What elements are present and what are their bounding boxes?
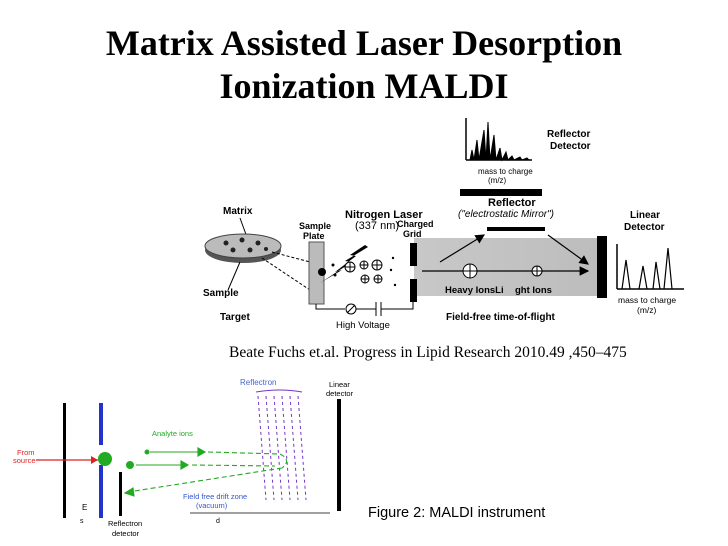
linear-detector-bottom-2: detector — [326, 389, 354, 398]
sample-plate-label-2: Plate — [303, 231, 325, 241]
laser-bolt — [320, 245, 368, 283]
title-line-1: Matrix Assisted Laser Desorption — [105, 23, 623, 63]
sample-disc — [204, 233, 282, 259]
d-label: d — [216, 518, 220, 525]
charged-grid-lower — [410, 279, 417, 302]
mass-to-charge-right: mass to charge — [618, 295, 676, 305]
figure-caption: Figure 2: MALDI instrument — [368, 505, 546, 521]
field-free-drift-label-2: (vacuum) — [196, 501, 228, 510]
flight-tube — [414, 238, 597, 296]
from-source-label-2: source — [13, 456, 36, 465]
sample-plate-label-1: Sample — [299, 221, 331, 231]
wavelength-label: (337 nm) — [355, 220, 399, 232]
analyte-ion-small — [144, 449, 150, 455]
mass-to-charge-top: mass to charge — [478, 167, 533, 176]
mz-top: (m/z) — [488, 176, 507, 185]
blue-plate-lower — [99, 465, 103, 518]
reflectron-label: Reflectron — [240, 378, 276, 387]
mz-right: (m/z) — [637, 305, 657, 315]
linear-detector-bottom-plate — [337, 399, 341, 511]
target-label: Target — [220, 312, 250, 323]
high-voltage-label: High Voltage — [336, 320, 390, 331]
high-voltage-circuit — [315, 302, 414, 316]
citation: Beate Fuchs et.al. Progress in Lipid Res… — [229, 344, 627, 361]
reflector-detector-plate — [460, 189, 542, 196]
blue-plate-upper — [99, 403, 103, 445]
charged-grid-upper — [410, 243, 417, 266]
slide-title: Matrix Assisted Laser Desorption Ionizat… — [0, 22, 728, 108]
electrostatic-mirror-label: ("electrostatic Mirror") — [458, 209, 554, 220]
ions-acceleration — [344, 259, 383, 284]
reflector-detector-label-2: Detector — [550, 141, 591, 152]
e-label: E — [82, 503, 87, 512]
analyte-ions-label: Analyte ions — [152, 429, 193, 438]
reflectron-grids — [255, 389, 307, 501]
light-ions-label: ght Ions — [515, 285, 552, 296]
reflector-spectrum — [465, 118, 532, 162]
heavy-ions-label: Heavy IonsLi — [445, 285, 504, 296]
field-free-drift-label-1: Field free drift zone — [183, 492, 247, 501]
nitrogen-laser-label: Nitrogen Laser — [345, 209, 423, 221]
reflector-label: Reflector — [488, 197, 536, 209]
laser-spot — [318, 268, 326, 276]
charged-grid-label-2: Grid — [403, 229, 422, 239]
linear-detector-plate — [597, 236, 607, 298]
title-line-2: Ionization MALDI — [219, 66, 509, 106]
field-free-label: Field-free time-of-flight — [446, 312, 556, 323]
matrix-label: Matrix — [223, 206, 253, 217]
linear-spectrum — [616, 244, 684, 290]
reflector-detector-label-1: Reflector — [547, 129, 590, 140]
linear-detector-label-2: Detector — [624, 222, 665, 233]
charged-grid-label-1: Charged — [397, 219, 434, 229]
green-trajectories — [123, 447, 288, 497]
reflectron-detector-label-2: detector — [112, 529, 140, 538]
sample-label: Sample — [203, 288, 239, 299]
analyte-ion-medium — [126, 461, 134, 469]
ions-flight — [462, 263, 543, 279]
linear-detector-bottom-1: Linear — [329, 380, 350, 389]
s-label: s — [80, 518, 84, 525]
linear-detector-label-1: Linear — [630, 210, 660, 221]
reflectron-detector-plate — [119, 472, 122, 516]
analyte-ion-large — [98, 452, 112, 466]
from-source-label-1: From — [17, 448, 35, 457]
reflectron-detector-label-1: Reflectron — [108, 519, 142, 528]
reflector-plate — [487, 227, 545, 231]
